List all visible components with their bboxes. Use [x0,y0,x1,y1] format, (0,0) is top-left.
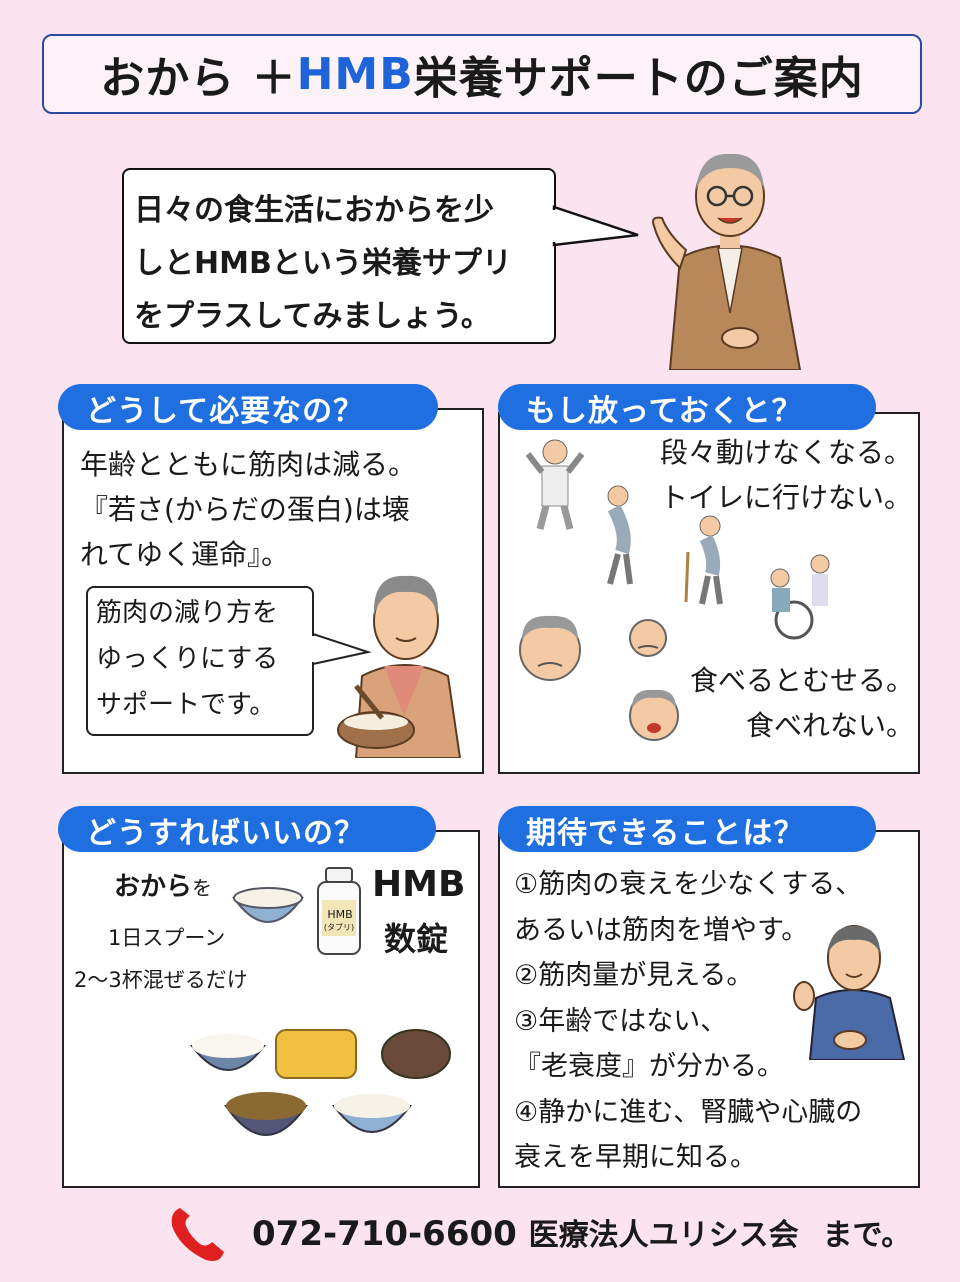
expect-heading: 期待できることは？ [498,806,876,852]
neglect-heading: もし放っておくと？ [498,384,876,430]
neglect-line: 食べれない。 [745,709,914,742]
expect-line: ④静かに進む、腎臓や心臓の [514,1096,863,1128]
aging-figures-icon [519,439,830,741]
footer-suffix: まで。 [822,1218,912,1253]
bubble-tail-icon [312,632,372,666]
expect-line: ②筋肉量が見える。 [514,960,754,991]
okara-label: おから [114,872,193,902]
bottle-sublabel: (タブリ) [323,923,355,932]
expect-line: 衰えを早期に知る。 [514,1142,757,1173]
why-bubble-line: 筋肉の減り方を [96,598,279,628]
why-line: 『若さ(からだの蛋白)は壊 [80,493,410,526]
why-line: 年齢とともに筋肉は減る。 [80,448,417,481]
neglect-line: 段々動けなくなる。 [659,436,912,469]
why-heading: どうして必要なの？ [58,384,438,430]
expect-text: ①筋肉の衰えを少なくする、 あるいは筋肉を増やす。 ②筋肉量が見える。 ③年齢で… [514,862,914,1181]
grandma-cooking-icon [337,575,462,758]
neglect-top-text: 段々動けなくなる。 トイレに行けない。 [620,430,912,520]
phone-icon [171,1208,224,1261]
intro-line: しとHMBという栄養サプリ [134,246,512,281]
footer-contact: 072-710-6600 医療法人ユリシス会 まで。 [252,1210,911,1254]
okara-bowl-icon [232,887,304,923]
why-bubble-line: ゆっくりにする [96,644,279,674]
how-mix: 2〜3杯混ぜるだけ [74,968,248,992]
expect-line: ①筋肉の衰えを少なくする、 [514,869,863,900]
why-bubble: 筋肉の減り方を ゆっくりにする サポートです。 [86,586,314,736]
how-spoon: 1日スプーン [108,926,226,950]
neglect-bottom-text: 食べるとむせる。 食べれない。 [620,658,914,748]
title-suffix: 栄養サポートのご案内 [413,53,864,104]
why-text: 年齢とともに筋肉は減る。 『若さ(からだの蛋白)は壊 れてゆく運命』。 [80,442,480,577]
expect-line: 『老衰度』が分かる。 [514,1051,784,1082]
neglect-line: トイレに行けない。 [659,481,912,514]
why-line: れてゆく運命』。 [80,538,290,571]
intro-line: 日々の食生活におからを少 [134,193,494,228]
meal-dishes-icon [189,1029,451,1136]
okara-suffix: を [192,876,213,900]
bottle-label: HMB [327,908,353,921]
how-tablets: 数錠 [384,920,449,958]
how-heading: どうすればいいの？ [58,806,436,852]
how-hmb: HMB [372,864,466,905]
expect-line: ③年齢ではない、 [514,1005,728,1037]
why-bubble-line: サポートです。 [96,690,276,720]
intro-speech-bubble: 日々の食生活におからを少 しとHMBという栄養サプリ をプラスしてみましょう。 [122,168,556,344]
intro-line: をプラスしてみましょう。 [134,299,491,334]
speech-tail-icon [552,205,639,247]
title-prefix: おから ＋ [100,53,297,104]
doctor-illustration-icon [652,153,802,370]
footer-phone[interactable]: 072-710-6600 [252,1214,517,1254]
title-hmb: HMB [296,48,414,100]
how-okara: おからを [114,866,212,903]
hmb-bottle-icon [317,867,361,955]
footer-org: 医療法人ユリシス会 [528,1218,799,1253]
neglect-line: 食べるとむせる。 [689,664,914,697]
man-explaining-icon [793,925,906,1060]
expect-line: あるいは筋肉を増やす。 [514,914,809,946]
